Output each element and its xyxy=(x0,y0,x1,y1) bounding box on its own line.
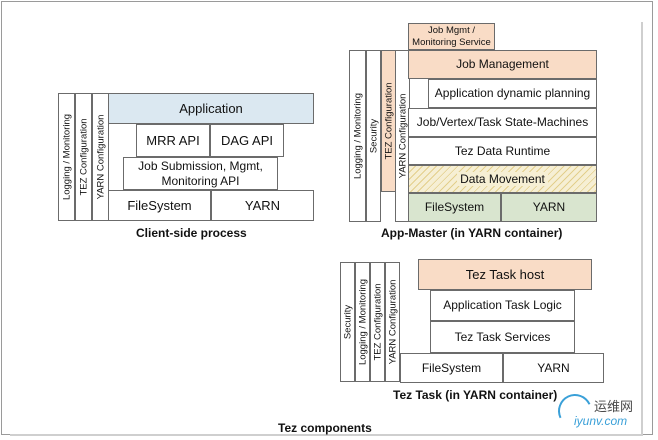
client-tez-config-label: TEZ Configuration xyxy=(78,118,89,196)
am-job-mgmt-service-box: Job Mgmt / Monitoring Service xyxy=(408,23,495,50)
am-security-label: Security xyxy=(368,118,379,154)
am-yarn-config-label: YARN Configuration xyxy=(397,93,408,179)
task-security-bar: Security xyxy=(340,262,355,382)
task-yarn-config-label: YARN Configuration xyxy=(387,279,398,365)
am-caption: App-Master (in YARN container) xyxy=(381,226,563,240)
client-mrr-api-box: MRR API xyxy=(136,124,210,157)
task-filesystem-label: FileSystem xyxy=(421,360,482,375)
diagram-title: Tez components xyxy=(278,421,372,435)
watermark-cn: 运维网 xyxy=(594,399,634,414)
client-yarn-box: YARN xyxy=(211,190,314,221)
client-logging-label: Logging / Monitoring xyxy=(61,113,72,201)
am-yarn-box: YARN xyxy=(501,193,597,222)
am-security-bar: Security xyxy=(366,50,381,222)
client-tez-config-bar: TEZ Configuration xyxy=(75,93,92,221)
task-yarn-box: YARN xyxy=(503,353,604,383)
am-data-runtime-box: Tez Data Runtime xyxy=(408,137,597,165)
task-services-label: Tez Task Services xyxy=(454,329,551,344)
task-host-label: Tez Task host xyxy=(465,266,545,282)
task-tez-config-bar: TEZ Configuration xyxy=(370,262,385,382)
client-logging-bar: Logging / Monitoring xyxy=(58,93,75,221)
am-logging-bar: Logging / Monitoring xyxy=(349,50,366,222)
client-yarn-label: YARN xyxy=(244,197,281,213)
client-yarn-config-bar: YARN Configuration xyxy=(92,93,109,221)
frame-shadow-bottom xyxy=(10,434,643,436)
client-filesystem-box: FileSystem xyxy=(108,190,211,221)
am-data-runtime-label: Tez Data Runtime xyxy=(454,143,551,158)
client-mrr-api-label: MRR API xyxy=(146,132,200,148)
client-application-label: Application xyxy=(179,100,243,116)
task-logging-label: Logging / Monitoring xyxy=(357,278,368,366)
am-data-movement-label: Data Movement xyxy=(457,171,548,187)
am-data-movement-box: Data Movement xyxy=(408,165,597,193)
am-filesystem-label: FileSystem xyxy=(424,200,485,215)
client-job-submission-box: Job Submission, Mgmt, Monitoring API xyxy=(123,157,278,190)
task-app-logic-box: Application Task Logic xyxy=(430,290,575,321)
task-security-label: Security xyxy=(342,304,353,340)
task-services-box: Tez Task Services xyxy=(430,321,575,353)
am-yarn-label: YARN xyxy=(532,200,566,215)
task-app-logic-label: Application Task Logic xyxy=(443,298,562,313)
client-yarn-config-label: YARN Configuration xyxy=(95,114,106,200)
am-job-management-box: Job Management xyxy=(408,50,597,79)
am-dynamic-planning-box: Application dynamic planning xyxy=(428,79,597,108)
frame-shadow-right xyxy=(641,22,643,434)
watermark: 运维网 iyunv.com xyxy=(553,389,648,434)
task-filesystem-box: FileSystem xyxy=(400,353,503,383)
task-caption: Tez Task (in YARN container) xyxy=(393,388,558,402)
am-filesystem-box: FileSystem xyxy=(408,193,501,222)
am-job-management-label: Job Management xyxy=(456,57,549,72)
am-logging-label: Logging / Monitoring xyxy=(352,92,363,180)
am-dynamic-planning-label: Application dynamic planning xyxy=(434,86,591,101)
client-application-box: Application xyxy=(108,93,314,124)
am-job-mgmt-service-label: Job Mgmt / Monitoring Service xyxy=(412,25,491,48)
am-tez-config-bar: TEZ Configuration xyxy=(381,50,396,192)
client-dag-api-label: DAG API xyxy=(220,132,274,148)
task-logging-bar: Logging / Monitoring xyxy=(355,262,370,382)
client-caption: Client-side process xyxy=(136,226,247,240)
client-filesystem-label: FileSystem xyxy=(127,197,192,213)
task-yarn-config-bar: YARN Configuration xyxy=(385,262,400,382)
watermark-en: iyunv.com xyxy=(574,414,628,428)
am-tez-config-label: TEZ Configuration xyxy=(383,82,394,160)
client-job-submission-label: Job Submission, Mgmt, Monitoring API xyxy=(138,159,263,188)
am-state-machines-box: Job/Vertex/Task State-Machines xyxy=(408,108,597,137)
task-yarn-label: YARN xyxy=(537,360,570,375)
am-state-machines-label: Job/Vertex/Task State-Machines xyxy=(416,115,589,130)
task-tez-config-label: TEZ Configuration xyxy=(372,283,383,361)
client-dag-api-box: DAG API xyxy=(210,124,284,157)
task-host-box: Tez Task host xyxy=(418,259,592,290)
